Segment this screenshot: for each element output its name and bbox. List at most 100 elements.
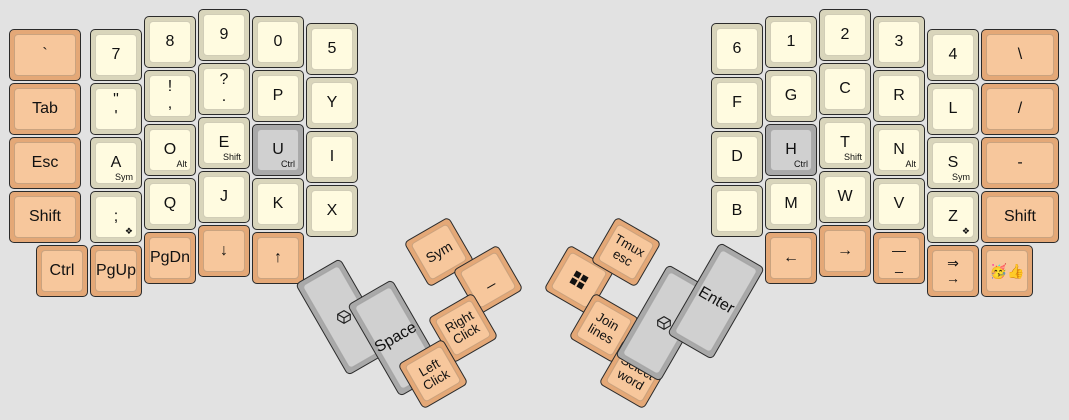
key-right-bottom-0[interactable]: ←: [765, 232, 817, 284]
key-legend: C: [839, 79, 851, 97]
key-legend: ↓: [220, 241, 228, 259]
key-legend: Q: [163, 194, 177, 212]
keycap: Tab: [14, 88, 76, 130]
key-right-col1-r0[interactable]: 1: [765, 16, 817, 68]
key-left-col3-r0[interactable]: 9: [198, 9, 250, 61]
cube-outline-icon: [337, 310, 351, 324]
key-right-col5-r3[interactable]: Shift: [981, 191, 1059, 243]
key-left-col2-r0[interactable]: 8: [144, 16, 196, 68]
key-left-col3-r1[interactable]: ? .: [198, 63, 250, 115]
key-legend: Esc: [31, 153, 59, 171]
key-legend: \: [1017, 45, 1023, 63]
key-right-col3-r0[interactable]: 3: [873, 16, 925, 68]
key-right-col2-r3[interactable]: W: [819, 171, 871, 223]
key-right-bottom-3[interactable]: ⇒ →: [927, 245, 979, 297]
key-left-col0-r1[interactable]: Tab: [9, 83, 81, 135]
key-left-col0-r0[interactable]: `: [9, 29, 81, 81]
key-legend: Shift: [1003, 207, 1036, 225]
key-right-col3-r3[interactable]: V: [873, 178, 925, 230]
key-left-col4-r0[interactable]: 0: [252, 16, 304, 68]
key-left-bottom-1[interactable]: PgUp: [90, 245, 142, 297]
key-left-col4-r1[interactable]: P: [252, 70, 304, 122]
key-left-bottom-4[interactable]: ↑: [252, 232, 304, 284]
key-left-col1-r1[interactable]: " ': [90, 83, 142, 135]
key-left-col1-r3[interactable]: ;❖: [90, 191, 142, 243]
key-legend: V: [893, 194, 905, 212]
key-right-bottom-1[interactable]: →: [819, 225, 871, 277]
key-modifier-label: Ctrl: [281, 158, 295, 169]
key-right-col3-r1[interactable]: R: [873, 70, 925, 122]
key-legend: " ': [113, 91, 119, 125]
keycap: P: [257, 75, 299, 117]
keycap: /: [986, 88, 1054, 130]
key-left-col2-r1[interactable]: ! ,: [144, 70, 196, 122]
key-left-col1-r0[interactable]: 7: [90, 29, 142, 81]
key-legend: `: [42, 45, 48, 63]
key-left-col5-r1[interactable]: Y: [306, 77, 358, 129]
key-legend: Enter: [695, 283, 738, 318]
key-left-thumb-cube[interactable]: [294, 258, 394, 376]
keycap: ! ,: [149, 75, 191, 117]
keycap: M: [770, 183, 812, 225]
keycap: ⇒ →: [932, 250, 974, 292]
key-left-col4-r3[interactable]: K: [252, 178, 304, 230]
key-right-bottom-4[interactable]: 🥳👍: [981, 245, 1033, 297]
key-legend: T: [840, 133, 850, 151]
key-right-col2-r0[interactable]: 2: [819, 9, 871, 61]
key-legend: U: [272, 140, 284, 158]
key-legend: Left Click: [416, 355, 453, 394]
key-right-col4-r0[interactable]: 4: [927, 29, 979, 81]
keycap: -: [986, 142, 1054, 184]
key-right-col0-r0[interactable]: 6: [711, 23, 763, 75]
key-left-col0-r3[interactable]: Shift: [9, 191, 81, 243]
key-right-bottom-2[interactable]: — _: [873, 232, 925, 284]
key-left-bottom-3[interactable]: ↓: [198, 225, 250, 277]
key-legend: B: [731, 201, 743, 219]
key-right-col0-r2[interactable]: D: [711, 131, 763, 183]
key-right-col1-r1[interactable]: G: [765, 70, 817, 122]
key-left-bottom-2[interactable]: PgDn: [144, 232, 196, 284]
keycap: Shift: [986, 196, 1054, 238]
keycap: Q: [149, 183, 191, 225]
keycap: ? .: [203, 68, 245, 110]
key-right-col0-r1[interactable]: F: [711, 77, 763, 129]
key-left-col5-r3[interactable]: X: [306, 185, 358, 237]
key-left-bottom-0[interactable]: Ctrl: [36, 245, 88, 297]
key-right-col4-r1[interactable]: L: [927, 83, 979, 135]
key-legend: H: [785, 140, 797, 158]
key-right-col4-r3[interactable]: Z❖: [927, 191, 979, 243]
keycap: V: [878, 183, 920, 225]
key-left-col3-r3[interactable]: J: [198, 171, 250, 223]
keycap: X: [311, 190, 353, 232]
keycap: R: [878, 75, 920, 117]
key-right-col1-r3[interactable]: M: [765, 178, 817, 230]
key-right-col5-r0[interactable]: \: [981, 29, 1059, 81]
key-left-col0-r2[interactable]: Esc: [9, 137, 81, 189]
key-right-col0-r3[interactable]: B: [711, 185, 763, 237]
key-right-col5-r1[interactable]: /: [981, 83, 1059, 135]
keycap: Y: [311, 82, 353, 124]
key-left-col5-r2[interactable]: I: [306, 131, 358, 183]
key-legend: I: [329, 147, 335, 165]
key-left-col2-r3[interactable]: Q: [144, 178, 196, 230]
key-legend: -: [1017, 153, 1023, 171]
keycap: Esc: [14, 142, 76, 184]
keycap: G: [770, 75, 812, 117]
keycap: 2: [824, 14, 866, 56]
key-right-col2-r1[interactable]: C: [819, 63, 871, 115]
key-legend: W: [837, 187, 853, 205]
key-right-col5-r2[interactable]: -: [981, 137, 1059, 189]
key-left-col5-r0[interactable]: 5: [306, 23, 358, 75]
keycap: 7: [95, 34, 137, 76]
